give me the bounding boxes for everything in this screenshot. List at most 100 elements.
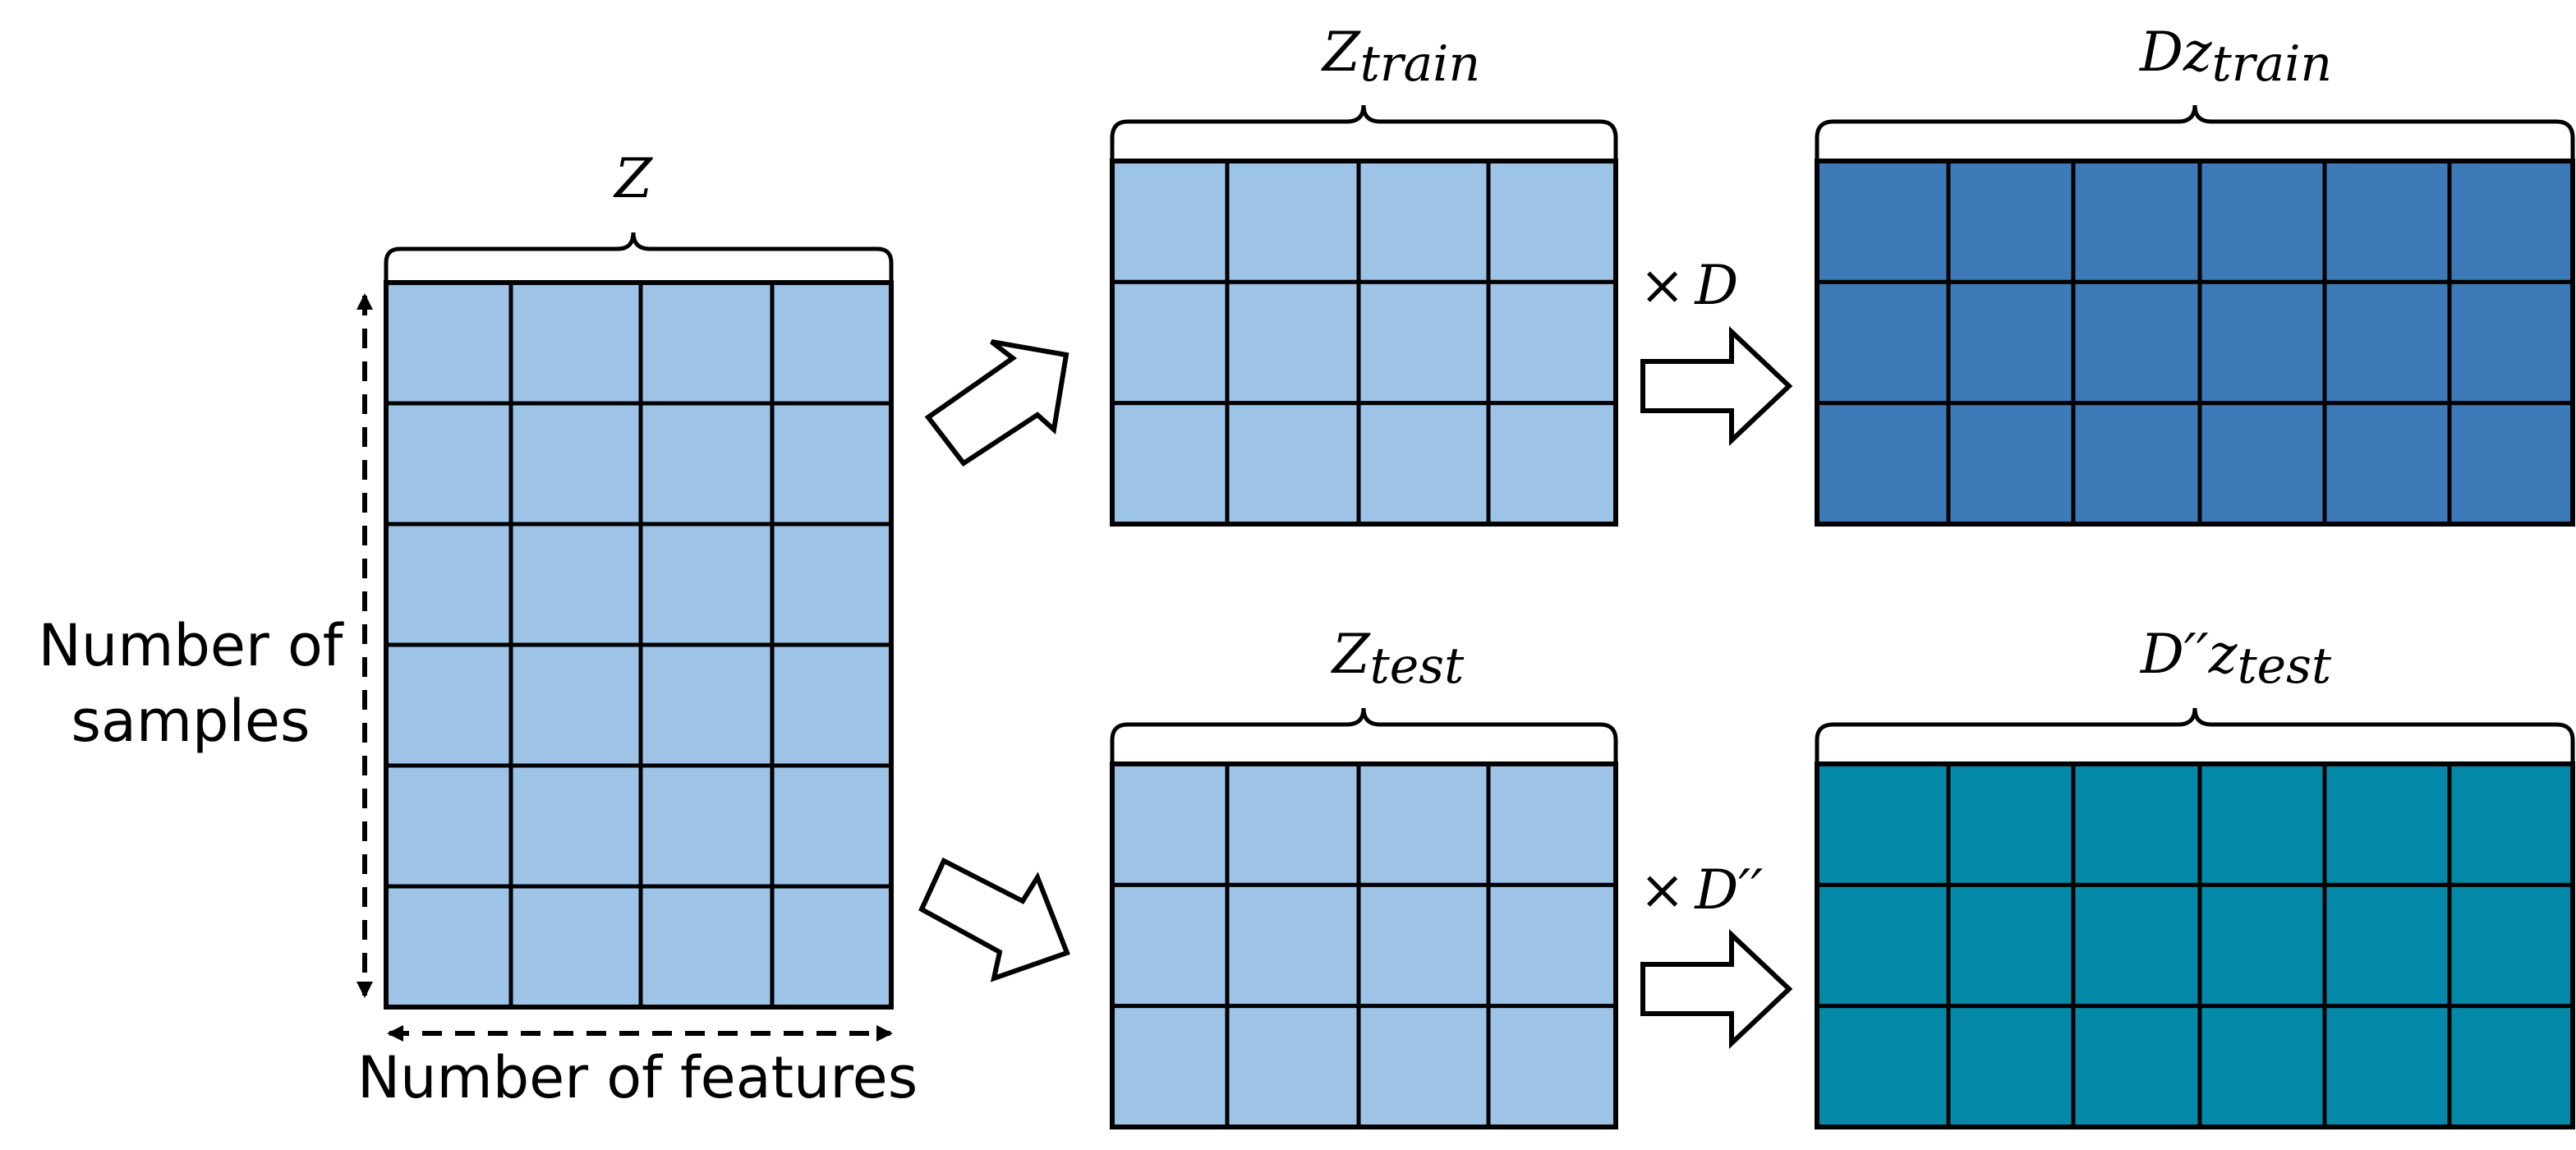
matrix-cell <box>384 884 513 1010</box>
matrix-cell <box>2197 279 2327 406</box>
z-test-brace-icon <box>1110 707 1618 764</box>
matrix-cell <box>1356 159 1491 284</box>
dz-train-label: Dztrain <box>2139 21 2332 93</box>
matrix-cell <box>1225 761 1361 887</box>
matrix-cell <box>638 763 775 889</box>
matrix-cell <box>508 642 643 768</box>
matrix-cell <box>1356 1004 1491 1129</box>
matrix-cell <box>770 763 894 889</box>
matrix-cell <box>1225 159 1361 284</box>
matrix-cell <box>2197 159 2327 284</box>
matrix-cell <box>1110 401 1230 527</box>
matrix-cell <box>1225 1004 1361 1129</box>
matrix-cell <box>1486 401 1618 527</box>
matrix-cell <box>1815 159 1951 284</box>
matrix-cell <box>1225 882 1361 1009</box>
matrix-cell <box>2197 1004 2327 1129</box>
matrix-cell <box>1815 761 1951 887</box>
z-brace-icon <box>384 232 894 283</box>
matrix-cell <box>384 642 513 768</box>
matrix-cell <box>508 401 643 527</box>
matrix-cell <box>1110 159 1230 284</box>
matrix-cell <box>1815 401 1951 527</box>
matrix-cell <box>2071 1004 2202 1129</box>
dz-train-matrix-grid <box>1815 159 2575 527</box>
ddz-test-matrix-grid <box>1815 761 2575 1129</box>
z-test-matrix-grid <box>1110 761 1618 1129</box>
matrix-cell <box>2322 401 2452 527</box>
matrix-cell <box>1110 761 1230 887</box>
matrix-cell <box>1486 159 1618 284</box>
dz-train-matrix-group: Dztrain <box>1815 21 2575 527</box>
z-matrix-group: Z <box>384 147 894 1010</box>
matrix-cell <box>508 280 643 406</box>
matrix-cell <box>508 763 643 889</box>
z-test-matrix-group: Ztest <box>1110 623 1618 1129</box>
matrix-outline <box>1110 761 1618 1129</box>
matrix-cell <box>1946 279 2076 406</box>
matrix-cell <box>2447 882 2575 1009</box>
times-d-double-prime-label: ×D′′ <box>1640 858 1763 922</box>
matrix-cell <box>770 522 894 647</box>
matrix-cell <box>1486 279 1618 406</box>
matrix-cell <box>1946 882 2076 1009</box>
matrix-cell <box>384 401 513 527</box>
matrix-cell <box>2322 882 2452 1009</box>
block-arrow-right-icon-test <box>1640 929 1793 1049</box>
matrix-cell <box>1110 1004 1230 1129</box>
times-d-label: ×D <box>1640 254 1738 317</box>
matrix-cell <box>2447 761 2575 887</box>
z-test-label: Ztest <box>1331 623 1465 695</box>
matrix-cell <box>508 522 643 647</box>
matrix-outline <box>1110 159 1618 527</box>
matrix-cell <box>770 280 894 406</box>
matrix-cell <box>1225 279 1361 406</box>
matrix-cell <box>1356 761 1491 887</box>
number-of-samples-label-line1: Number of <box>39 612 344 679</box>
matrix-cell <box>384 763 513 889</box>
number-of-features-label: Number of features <box>357 1044 918 1111</box>
z-train-matrix-group: Ztrain <box>1110 21 1618 527</box>
block-arrow-right-icon <box>1640 326 1793 446</box>
ddz-test-matrix-group: D′′ztest <box>1815 623 2575 1129</box>
matrix-cell <box>1946 761 2076 887</box>
matrix-cell <box>1946 159 2076 284</box>
matrix-cell <box>2071 882 2202 1009</box>
matrix-cell <box>2447 279 2575 406</box>
z-train-brace-icon <box>1110 104 1618 161</box>
matrix-cell <box>2071 401 2202 527</box>
ddz-test-label: D′′ztest <box>2140 623 2332 695</box>
matrix-cell <box>1356 401 1491 527</box>
block-arrow-up-right-icon <box>924 339 1070 467</box>
matrix-cell <box>2071 279 2202 406</box>
matrix-cell <box>638 280 775 406</box>
matrix-cell <box>2322 159 2452 284</box>
matrix-cell <box>1225 401 1361 527</box>
matrix-cell <box>1110 882 1230 1009</box>
block-arrow-down-right-icon <box>918 857 1070 982</box>
matrix-cell <box>638 642 775 768</box>
matrix-cell <box>2197 401 2327 527</box>
z-label: Z <box>613 147 653 210</box>
matrix-cell <box>384 280 513 406</box>
matrix-cell <box>2447 401 2575 527</box>
matrix-cell <box>2322 761 2452 887</box>
z-train-label: Ztrain <box>1321 21 1480 93</box>
z-matrix-grid <box>384 280 894 1010</box>
matrix-cell <box>1486 761 1618 887</box>
matrix-cell <box>2071 159 2202 284</box>
matrix-cell <box>1356 882 1491 1009</box>
matrix-cell <box>1815 1004 1951 1129</box>
matrix-cell <box>2447 159 2575 284</box>
matrix-cell <box>1356 279 1491 406</box>
matrix-cell <box>384 522 513 647</box>
matrix-cell <box>770 401 894 527</box>
dz-train-brace-icon <box>1815 104 2575 161</box>
z-train-matrix-grid <box>1110 159 1618 527</box>
number-of-samples-label-line2: samples <box>71 688 310 755</box>
matrix-cell <box>2197 882 2327 1009</box>
matrix-cell <box>638 522 775 647</box>
matrix-cell <box>1486 1004 1618 1129</box>
matrix-cell <box>770 884 894 1010</box>
